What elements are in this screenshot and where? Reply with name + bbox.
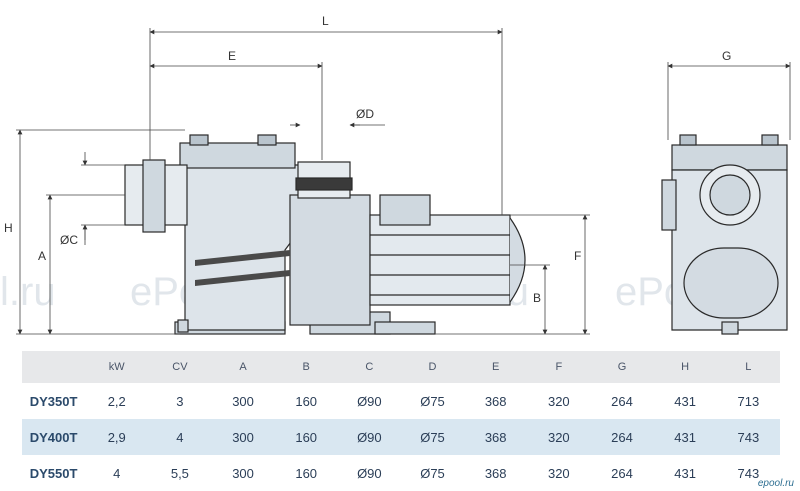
table-cell: 320 [547, 393, 570, 409]
dim-label-G: G [722, 49, 731, 63]
table-header-row: kW CV A B C D E F G H L [22, 351, 780, 383]
table-cell: Ø75 [420, 393, 445, 409]
table-cell: 4 [148, 419, 212, 455]
model-cell: DY400T [22, 419, 86, 455]
table-cell: 2,2 [107, 393, 126, 409]
table-header: C [337, 351, 401, 383]
table-cell: Ø90 [357, 465, 382, 481]
spec-table: kW CV A B C D E F G H L DY350T 2,2 3 300… [22, 351, 780, 491]
dim-label-F: F [574, 249, 581, 263]
table-header: B [274, 351, 338, 383]
table-row: DY550T 4 5,5 300 160 Ø90 Ø75 368 320 264… [22, 455, 780, 491]
table-header: F [527, 351, 591, 383]
table-cell: 320 [527, 419, 591, 455]
table-header: H [653, 351, 717, 383]
model-cell: DY350T [29, 393, 78, 409]
table-cell: Ø90 [357, 393, 382, 409]
table-cell: 264 [611, 465, 633, 481]
table-cell: 300 [211, 419, 275, 455]
table-cell: 264 [590, 419, 654, 455]
table-header: kW [85, 351, 149, 383]
dim-label-H: H [4, 221, 13, 235]
table-cell: 5,5 [170, 465, 189, 481]
table-cell: 368 [484, 465, 507, 481]
table-header: CV [148, 351, 212, 383]
table-cell: 300 [232, 393, 254, 409]
table-cell: 160 [295, 465, 318, 481]
table-cell: 743 [716, 419, 780, 455]
table-cell: 320 [547, 465, 570, 481]
dimension-lines [16, 28, 791, 335]
dimension-labels: L E G ØD H A ØC F B [4, 14, 731, 305]
table-cell: 431 [653, 419, 717, 455]
dim-label-D: ØD [356, 107, 374, 121]
table-cell: 368 [484, 393, 507, 409]
table-cell: 264 [611, 393, 633, 409]
pump-technical-drawing: l.ru ePool.ru ePool.ru ePool.ru [0, 14, 791, 335]
table-header: D [400, 351, 465, 383]
table-cell: 431 [674, 465, 696, 481]
table-row: DY350T 2,2 3 300 160 Ø90 Ø75 368 320 264… [22, 383, 780, 419]
pump-side-view [124, 134, 526, 335]
table-cell: 2,9 [85, 419, 149, 455]
table-row: DY400T 2,9 4 300 160 Ø90 Ø75 368 320 264… [22, 419, 780, 455]
table-cell: 368 [464, 419, 528, 455]
dim-label-C: ØC [60, 233, 78, 247]
table-cell: 3 [176, 393, 184, 409]
table-cell: Ø90 [337, 419, 401, 455]
table-header: G [590, 351, 654, 383]
table-header [22, 351, 86, 383]
table-cell: Ø75 [400, 419, 465, 455]
table-cell: 160 [295, 393, 318, 409]
table-header: E [464, 351, 528, 383]
dim-label-L: L [322, 14, 329, 28]
model-cell: DY550T [29, 465, 78, 481]
table-cell: Ø75 [420, 465, 445, 481]
table-cell: 713 [737, 393, 760, 409]
table-cell: 4 [113, 465, 121, 481]
table-header: L [716, 351, 780, 383]
table-cell: 300 [232, 465, 254, 481]
table-header: A [211, 351, 275, 383]
pump-front-view [661, 134, 788, 335]
table-cell: 160 [274, 419, 338, 455]
brand-logo: epool.ru [757, 478, 794, 489]
dim-label-E: E [228, 49, 236, 63]
watermark: l.ru [0, 270, 56, 314]
dim-label-A: A [38, 249, 46, 263]
table-cell: 743 [737, 465, 760, 481]
table-cell: 431 [674, 393, 696, 409]
dim-label-B: B [533, 291, 541, 305]
